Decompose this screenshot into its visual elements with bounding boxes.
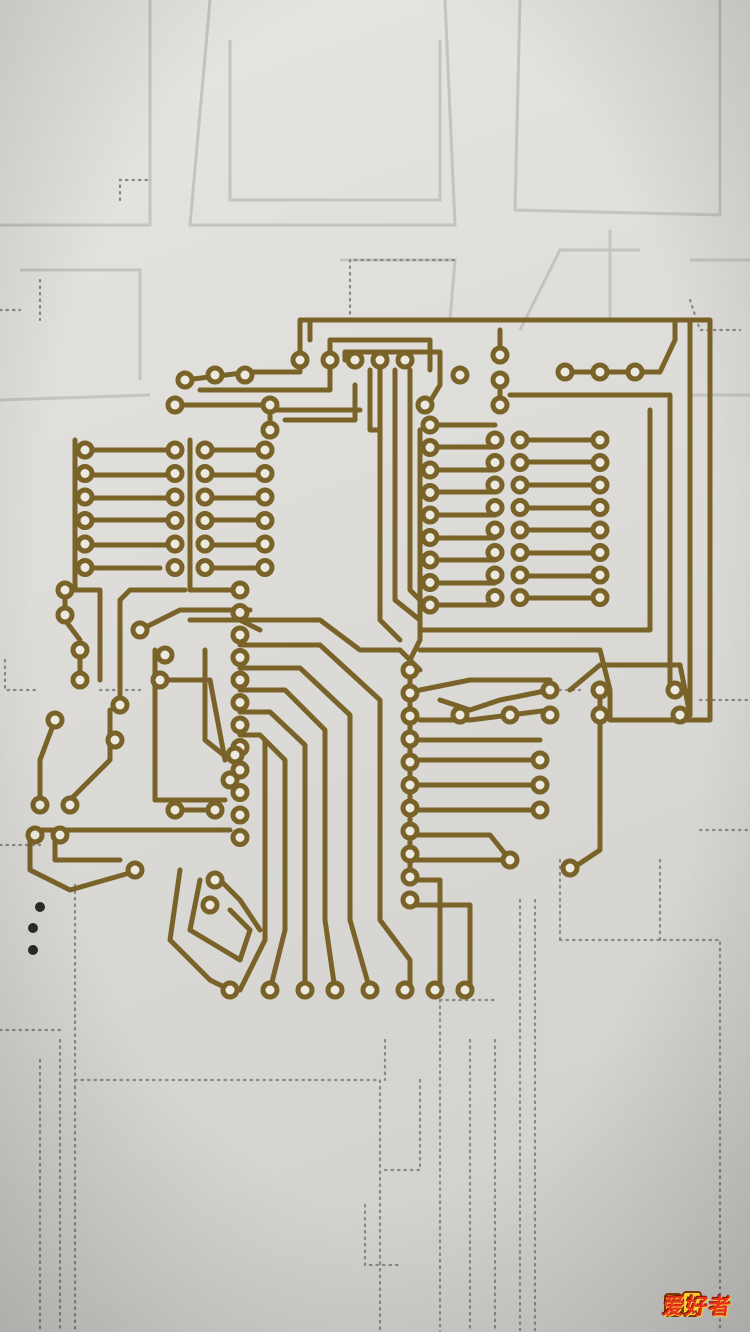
- site-logo-icon: [663, 1291, 702, 1317]
- watermark-text: 爱好者: [660, 1295, 734, 1320]
- watermark: 爱好者: [660, 1288, 734, 1322]
